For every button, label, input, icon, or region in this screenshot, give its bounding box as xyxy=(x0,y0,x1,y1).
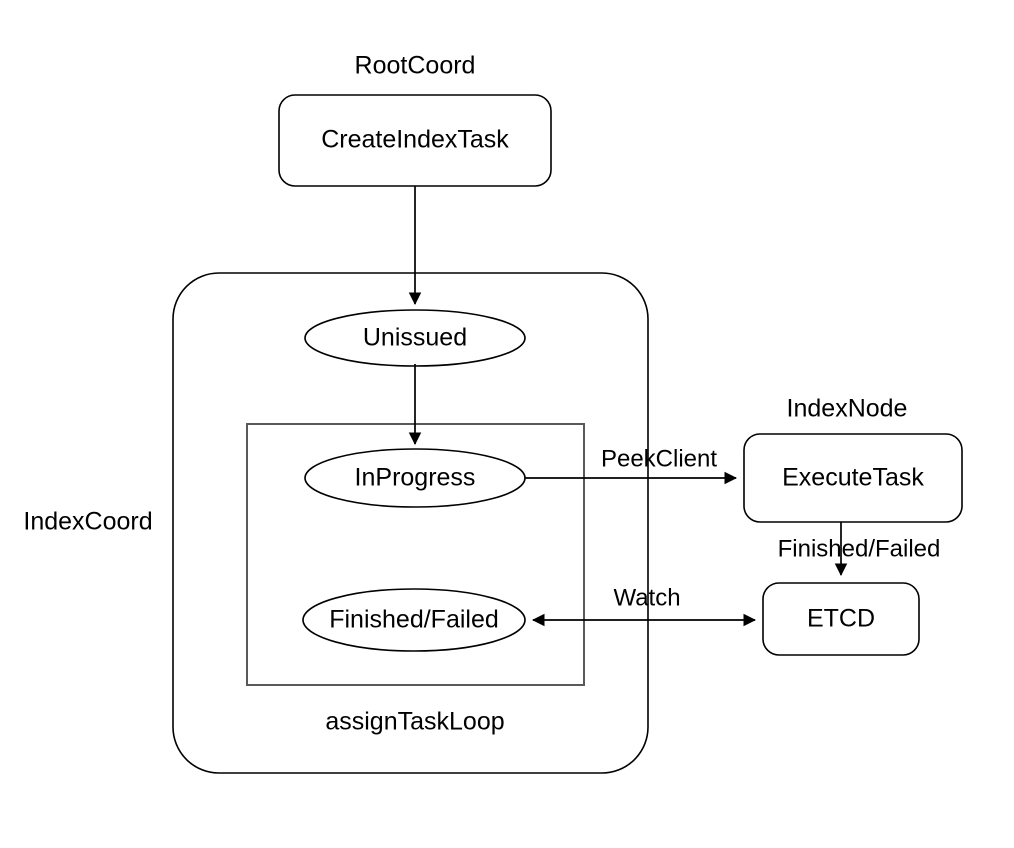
node-unissued[interactable]: Unissued xyxy=(304,309,526,367)
execute-task-label: ExecuteTask xyxy=(782,464,924,492)
indexnode-label: IndexNode xyxy=(787,395,908,423)
node-execute-task[interactable]: IndexNode ExecuteTask xyxy=(743,395,963,523)
in-progress-ellipse[interactable] xyxy=(304,448,526,508)
node-finished-failed-state[interactable]: Finished/Failed xyxy=(302,588,526,652)
rootcoord-label: RootCoord xyxy=(355,52,476,80)
finished-failed-label: Finished/Failed xyxy=(329,606,499,634)
unissued-label: Unissued xyxy=(363,324,467,352)
assigntaskloop-label: assignTaskLoop xyxy=(325,708,504,736)
edge-etcd-watch: Watch xyxy=(531,584,757,627)
group-indexcoord: IndexCoord xyxy=(23,272,649,774)
indexcoord-label: IndexCoord xyxy=(23,508,152,536)
edge-executetask-to-etcd: Finished/Failed xyxy=(778,522,941,577)
in-progress-label: InProgress xyxy=(355,464,476,492)
create-index-task-label: CreateIndexTask xyxy=(321,126,509,154)
unissued-ellipse[interactable] xyxy=(304,309,526,367)
node-create-index-task[interactable]: RootCoord CreateIndexTask xyxy=(278,52,552,187)
etcd-box[interactable] xyxy=(762,582,920,656)
edge-inprogress-to-executetask: PeekClient xyxy=(525,445,738,485)
edge-watch-label: Watch xyxy=(613,584,680,611)
edge-finished-failed-label: Finished/Failed xyxy=(778,535,941,562)
etcd-label: ETCD xyxy=(807,605,875,633)
execute-task-box[interactable] xyxy=(743,433,963,523)
node-in-progress[interactable]: InProgress xyxy=(304,448,526,508)
finished-failed-ellipse[interactable] xyxy=(302,588,526,652)
create-index-task-box[interactable] xyxy=(278,94,552,187)
node-etcd[interactable]: ETCD xyxy=(762,582,920,656)
indexcoord-container xyxy=(172,272,649,774)
edge-peekclient-label: PeekClient xyxy=(601,445,717,472)
